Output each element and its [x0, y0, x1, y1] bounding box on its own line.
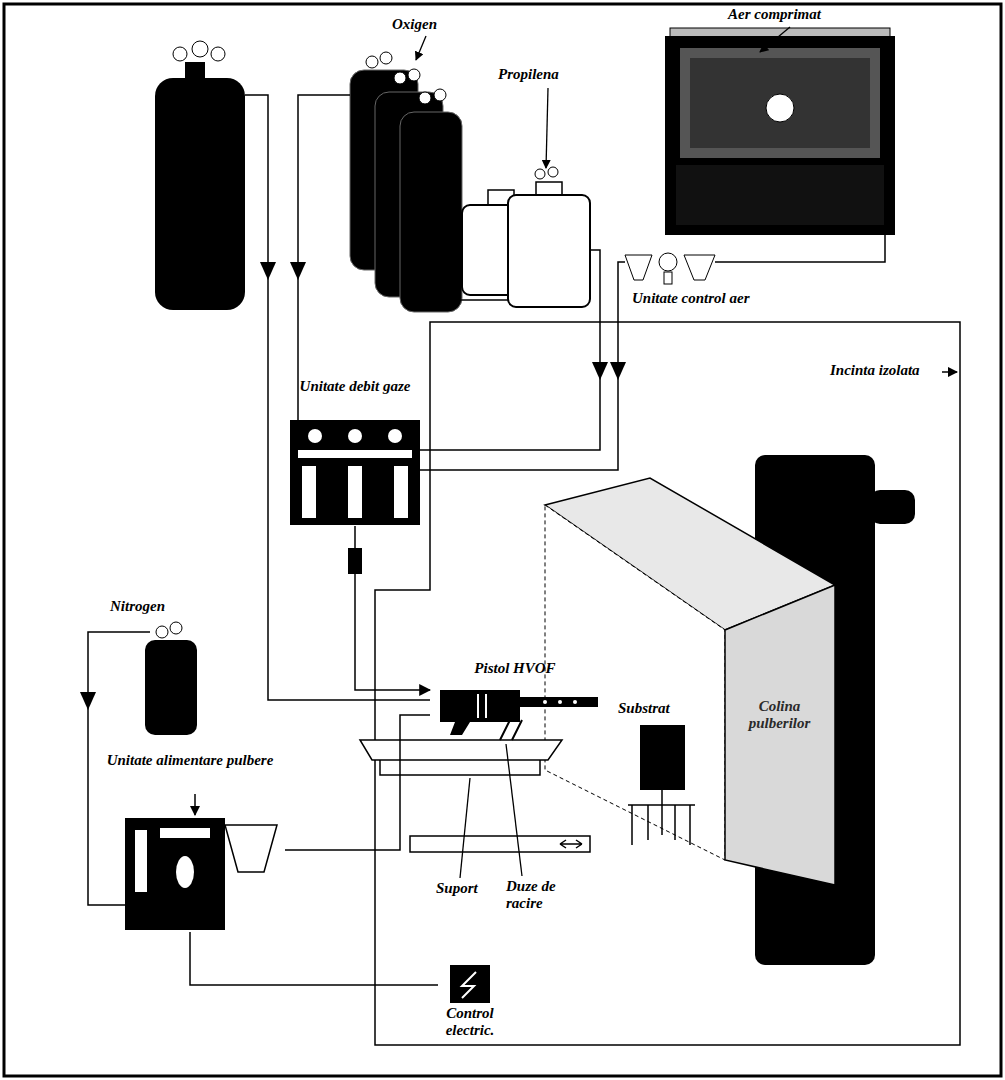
node-text: Pistol HVOF: [430, 660, 600, 677]
gas-cylinder: [155, 41, 245, 310]
hvof-gun-body: [440, 690, 598, 735]
pipe-connector: [285, 715, 430, 850]
oxygen-cylinders: [350, 52, 462, 312]
node-text: Unitate debit gaze: [290, 378, 420, 395]
powder-feeder-body: [125, 794, 277, 930]
propylene-cylinders: [440, 167, 590, 307]
air-compressor: [665, 28, 895, 235]
part-label: Suport: [436, 880, 498, 897]
part-label: Aer comprimat: [728, 6, 878, 23]
substrate: [628, 725, 695, 845]
pipe-connector: [190, 932, 438, 985]
electric-control-box: [450, 965, 490, 1003]
insulated-enclosure: [375, 322, 960, 1045]
leader-lines: [416, 27, 790, 878]
part-label: Oxigen: [392, 16, 472, 33]
part-label: Unitate control aer: [632, 290, 802, 307]
part-label: Substrat: [618, 700, 708, 717]
electric-control: Control electric.: [438, 962, 502, 1046]
gas-pipes: [88, 95, 625, 905]
pipe-connector: [355, 526, 430, 690]
node-text: Unitate alimentare pulbere: [95, 752, 285, 769]
gas-flow-unit: Unitate debit gaze: [290, 378, 420, 526]
region-label: Incinta izolata: [830, 362, 942, 379]
leader-arrow: [942, 371, 957, 373]
gun-support: [360, 720, 562, 775]
node-text: Control electric.: [438, 1005, 502, 1040]
air-control-unit: [625, 235, 885, 284]
part-label: Nitrogen: [110, 598, 205, 615]
frame: [4, 4, 1001, 1076]
gas-flow-unit-body: [290, 420, 420, 525]
part-label: Duze de racire: [506, 878, 578, 913]
part-label: Propilena: [498, 66, 593, 83]
powder-booth-label: Colina pulberilor: [727, 690, 832, 750]
nitrogen-cylinder: [145, 622, 197, 735]
hvof-gun: Pistol HVOF: [430, 660, 600, 724]
powder-booth: [545, 455, 915, 965]
traverse-rail: [410, 836, 590, 852]
powder-feeder-unit: Unitate alimentare pulbere: [95, 752, 285, 932]
node-text: Colina pulberilor: [727, 698, 832, 733]
